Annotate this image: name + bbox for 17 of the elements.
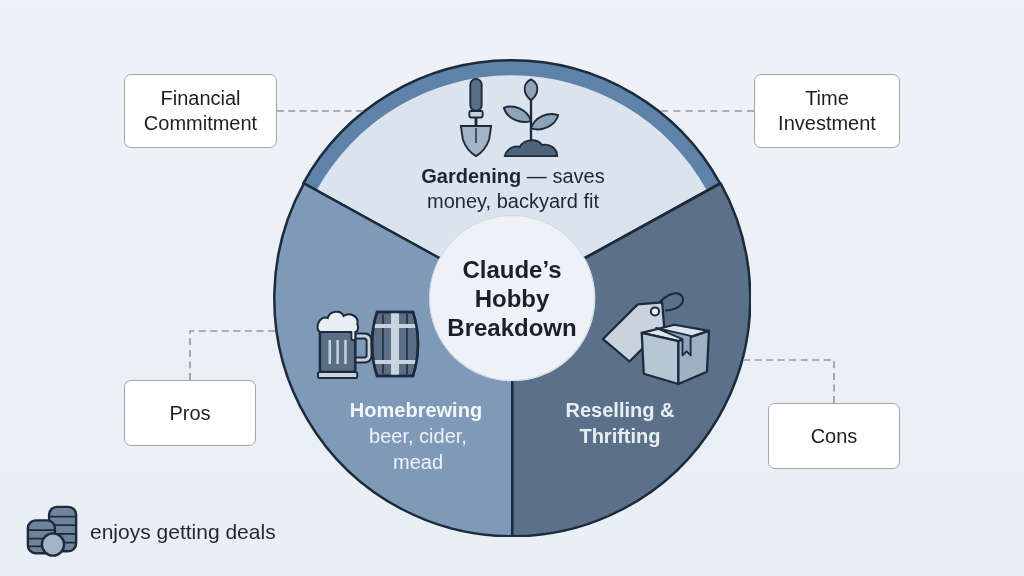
callout-label: Financial Commitment: [142, 86, 259, 136]
leader-line: [189, 330, 276, 381]
callout-box: [124, 74, 277, 148]
callout-label: Cons: [810, 423, 858, 449]
callout-label: Time Investment: [777, 86, 877, 136]
segment-heading: Homebrewing: [348, 398, 484, 423]
segment-label: beer, cider, mead: [368, 424, 468, 475]
segment-label: Reselling & Thrifting: [564, 398, 676, 449]
leader-line: [742, 359, 835, 404]
note-text: enjoys getting deals: [90, 519, 276, 545]
callout-label: Pros: [169, 400, 211, 426]
center-title: Claude’s Hobby Breakdown: [447, 254, 577, 342]
leader-line: [660, 110, 755, 112]
callout-box: [754, 74, 900, 148]
callout-box: [768, 403, 900, 469]
segment-label: Gardening — saves money, backyard fit: [420, 164, 606, 214]
callout-box: [124, 380, 256, 446]
